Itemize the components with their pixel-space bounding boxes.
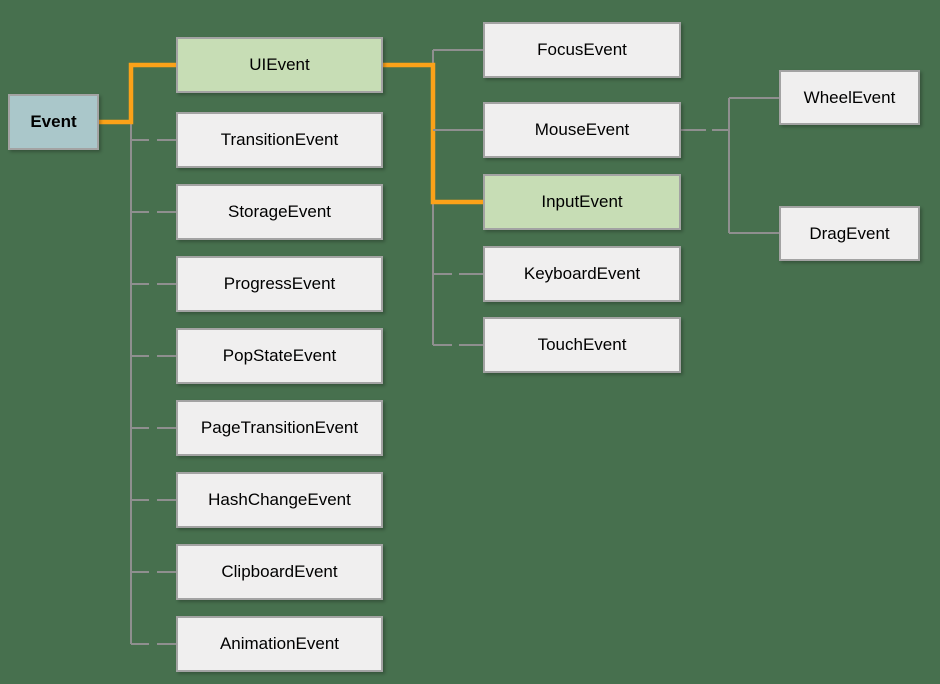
node-focusevent[interactable]: FocusEvent: [483, 22, 681, 78]
node-dragevent[interactable]: DragEvent: [779, 206, 920, 261]
node-animationevent[interactable]: AnimationEvent: [176, 616, 383, 672]
node-uievent[interactable]: UIEvent: [176, 37, 383, 93]
node-popstateevent[interactable]: PopStateEvent: [176, 328, 383, 384]
node-touchevent[interactable]: TouchEvent: [483, 317, 681, 373]
node-pagetransitionevent[interactable]: PageTransitionEvent: [176, 400, 383, 456]
node-keyboardevent[interactable]: KeyboardEvent: [483, 246, 681, 302]
node-progressevent[interactable]: ProgressEvent: [176, 256, 383, 312]
node-inputevent[interactable]: InputEvent: [483, 174, 681, 230]
node-clipboardevent[interactable]: ClipboardEvent: [176, 544, 383, 600]
node-transitionevent[interactable]: TransitionEvent: [176, 112, 383, 168]
node-storageevent[interactable]: StorageEvent: [176, 184, 383, 240]
node-hashchangeevent[interactable]: HashChangeEvent: [176, 472, 383, 528]
node-wheelevent[interactable]: WheelEvent: [779, 70, 920, 125]
highlight-edge-uievent-inputevent: [383, 62, 483, 205]
node-event[interactable]: Event: [8, 94, 99, 150]
highlight-edge-event-uievent: [99, 62, 176, 125]
node-mouseevent[interactable]: MouseEvent: [483, 102, 681, 158]
